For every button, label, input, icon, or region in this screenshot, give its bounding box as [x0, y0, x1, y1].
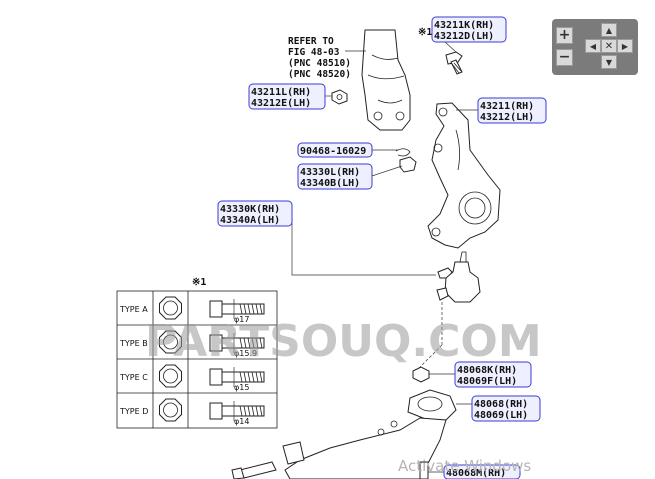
steering-knuckle-drawing	[427, 102, 501, 249]
callout-43211L[interactable]: 43211L(RH) 43212E(LH)	[248, 83, 326, 110]
diameter-label: φ14	[234, 417, 249, 426]
callout-43211K[interactable]: 43211K(RH) 43212D(LH)	[431, 16, 507, 43]
diameter-label: φ17	[234, 315, 249, 324]
pan-up-button[interactable]: ▲	[601, 23, 617, 37]
svg-text:90468-16029: 90468-16029	[300, 146, 366, 157]
bolt-side-icon	[209, 402, 223, 420]
type-row: TYPE B φ15.9	[119, 330, 265, 358]
callout-43330L[interactable]: 43330L(RH) 43340B(LH)	[297, 163, 373, 190]
nut-drawing	[331, 89, 348, 105]
camber-bolt-drawing	[445, 51, 463, 75]
svg-text:43340B(LH): 43340B(LH)	[300, 178, 360, 189]
svg-text:43340A(LH): 43340A(LH)	[220, 215, 280, 226]
activate-windows-text: Activate Windows	[398, 457, 531, 475]
svg-text:43211L(RH): 43211L(RH)	[251, 87, 311, 98]
svg-text:43211K(RH): 43211K(RH)	[434, 20, 494, 31]
svg-text:43212(LH): 43212(LH)	[480, 112, 534, 123]
zoom-out-button[interactable]: −	[556, 49, 573, 66]
callout-48068K[interactable]: 48068K(RH) 48069F(LH)	[454, 361, 532, 388]
callout-90468-16029[interactable]: 90468-16029	[297, 142, 373, 158]
svg-text:(PNC 48520): (PNC 48520)	[288, 69, 351, 80]
svg-text:48069(LH): 48069(LH)	[474, 410, 528, 421]
pan-right-button[interactable]: ▶	[617, 39, 633, 53]
mark-1: ※1	[418, 27, 432, 38]
diameter-label: φ15.9	[234, 349, 257, 358]
pan-left-button[interactable]: ◀	[585, 39, 601, 53]
bolt-side-icon	[209, 300, 223, 318]
pan-down-button[interactable]: ▼	[601, 55, 617, 69]
table-mark: ※1	[192, 277, 206, 288]
svg-text:43330K(RH): 43330K(RH)	[220, 204, 280, 215]
type-label: TYPE D	[119, 407, 148, 416]
cotter-pin-drawing	[395, 148, 417, 173]
lower-arm-drawing	[231, 389, 457, 479]
bolt-type-table: ※1	[116, 277, 278, 429]
type-row: TYPE C φ15	[119, 364, 265, 392]
svg-text:48068M(RH): 48068M(RH)	[446, 468, 506, 479]
type-row: TYPE D φ14	[119, 398, 265, 426]
bolt-head-icon	[159, 330, 182, 354]
bolt-head-icon	[159, 296, 182, 320]
type-label: TYPE C	[119, 373, 148, 382]
type-label: TYPE B	[119, 339, 148, 348]
callout-48068[interactable]: 48068(RH) 48069(LH)	[471, 395, 541, 422]
svg-text:REFER TO: REFER TO	[288, 36, 334, 47]
bolt-head-icon	[159, 364, 182, 388]
callout-43330K[interactable]: 43330K(RH) 43340A(LH)	[217, 200, 293, 227]
svg-text:43211(RH): 43211(RH)	[480, 101, 534, 112]
refer-note: REFER TO FIG 48-03 (PNC 48510) (PNC 4852…	[288, 36, 366, 80]
bushing-nut-drawing	[412, 366, 430, 383]
zoom-in-button[interactable]: +	[556, 27, 573, 44]
svg-text:43212E(LH): 43212E(LH)	[251, 98, 311, 109]
zoom-pan-control: + − ▲ ◀ ✕ ▶ ▼	[552, 19, 638, 75]
svg-text:FIG 48-03: FIG 48-03	[288, 47, 340, 58]
svg-text:43212D(LH): 43212D(LH)	[434, 31, 494, 42]
strut-assembly-drawing	[361, 29, 411, 131]
svg-text:(PNC 48510): (PNC 48510)	[288, 58, 351, 69]
bolt-head-icon	[159, 398, 182, 422]
bolt-side-icon	[209, 368, 223, 386]
callout-48068M[interactable]: 48068M(RH)	[443, 464, 521, 479]
callout-43211[interactable]: 43211(RH) 43212(LH)	[477, 97, 547, 124]
reset-view-button[interactable]: ✕	[601, 39, 617, 53]
svg-text:48068K(RH): 48068K(RH)	[457, 365, 517, 376]
diameter-label: φ15	[234, 383, 249, 392]
type-label: TYPE A	[119, 305, 148, 314]
type-row: TYPE A φ17	[119, 296, 265, 324]
svg-text:48069F(LH): 48069F(LH)	[457, 376, 517, 387]
watermark: PARTSOUQ.COM	[145, 316, 542, 367]
svg-text:43330L(RH): 43330L(RH)	[300, 167, 360, 178]
svg-text:48068(RH): 48068(RH)	[474, 399, 528, 410]
